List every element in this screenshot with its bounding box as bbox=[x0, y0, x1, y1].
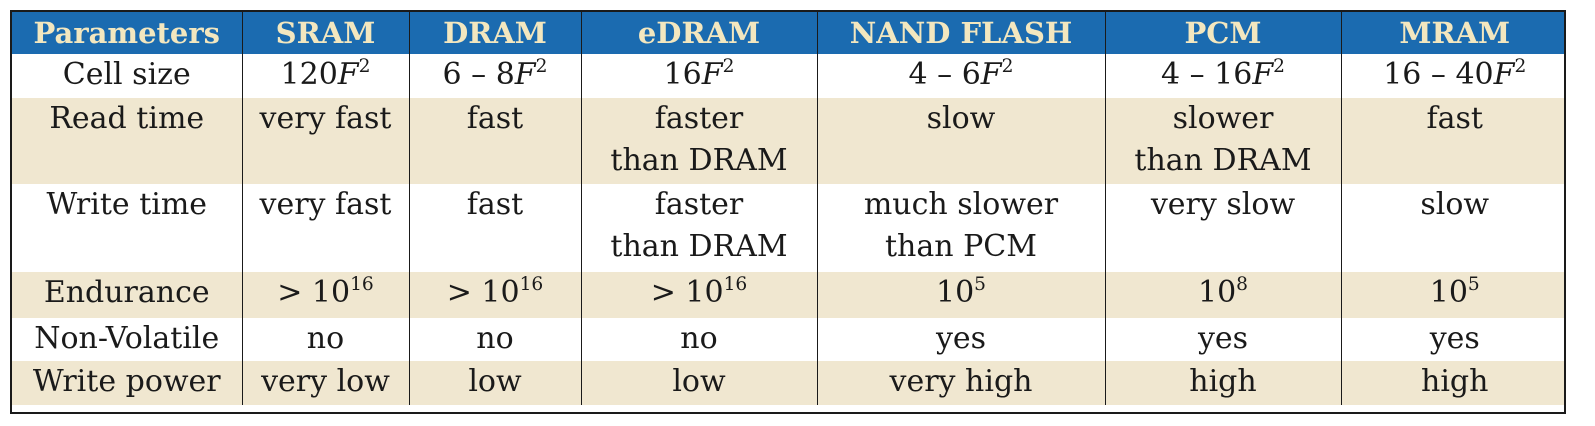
row-non-volatile: Non-Volatile no no no yes yes yes bbox=[12, 318, 1564, 361]
write-power-edram: low bbox=[580, 361, 817, 405]
endurance-pcm: 108 bbox=[1104, 272, 1341, 318]
non-volatile-sram: no bbox=[241, 318, 409, 361]
write-time-mram: slow bbox=[1340, 184, 1564, 272]
cell-size-edram: 16F2 bbox=[580, 54, 817, 98]
header-parameters: Parameters bbox=[12, 12, 242, 54]
header-mram: MRAM bbox=[1340, 12, 1564, 54]
endurance-mram: 105 bbox=[1340, 272, 1564, 318]
endurance-nand: 105 bbox=[816, 272, 1105, 318]
header-sram: SRAM bbox=[241, 12, 409, 54]
read-time-nand: slow bbox=[816, 98, 1105, 184]
non-volatile-edram: no bbox=[580, 318, 817, 361]
header-nand-flash: NAND FLASH bbox=[816, 12, 1105, 54]
memory-comparison-table: Parameters SRAM DRAM eDRAM NAND FLASH PC… bbox=[12, 12, 1564, 405]
row-endurance: Endurance > 1016 > 1016 > 1016 105 108 1… bbox=[12, 272, 1564, 318]
read-time-mram: fast bbox=[1340, 98, 1564, 184]
endurance-dram: > 1016 bbox=[408, 272, 581, 318]
cell-size-sram: 120F2 bbox=[241, 54, 409, 98]
param-write-time: Write time bbox=[46, 187, 208, 222]
row-write-power: Write power very low low low very high h… bbox=[12, 361, 1564, 405]
header-row: Parameters SRAM DRAM eDRAM NAND FLASH PC… bbox=[12, 12, 1564, 54]
cell-size-pcm: 4 – 16F2 bbox=[1104, 54, 1341, 98]
param-non-volatile: Non-Volatile bbox=[34, 321, 220, 356]
header-dram: DRAM bbox=[408, 12, 581, 54]
non-volatile-nand: yes bbox=[816, 318, 1105, 361]
memory-comparison-table-frame: Parameters SRAM DRAM eDRAM NAND FLASH PC… bbox=[10, 10, 1566, 414]
non-volatile-mram: yes bbox=[1340, 318, 1564, 361]
write-time-pcm: very slow bbox=[1104, 184, 1341, 272]
cell-size-nand: 4 – 6F2 bbox=[816, 54, 1105, 98]
param-write-power: Write power bbox=[12, 361, 242, 405]
header-edram: eDRAM bbox=[580, 12, 817, 54]
endurance-sram: > 1016 bbox=[241, 272, 409, 318]
read-time-dram: fast bbox=[408, 98, 581, 184]
write-time-dram: fast bbox=[408, 184, 581, 272]
param-cell-size: Cell size bbox=[62, 57, 191, 92]
write-power-nand: very high bbox=[816, 361, 1105, 405]
header-pcm: PCM bbox=[1104, 12, 1341, 54]
cell-size-mram: 16 – 40F2 bbox=[1340, 54, 1564, 98]
write-power-sram: very low bbox=[241, 361, 409, 405]
param-endurance: Endurance bbox=[12, 272, 242, 318]
write-power-mram: high bbox=[1340, 361, 1564, 405]
non-volatile-pcm: yes bbox=[1104, 318, 1341, 361]
cell-size-dram: 6 – 8F2 bbox=[408, 54, 581, 98]
non-volatile-dram: no bbox=[408, 318, 581, 361]
write-time-sram: very fast bbox=[241, 184, 409, 272]
endurance-edram: > 1016 bbox=[580, 272, 817, 318]
write-power-dram: low bbox=[408, 361, 581, 405]
write-power-pcm: high bbox=[1104, 361, 1341, 405]
read-time-sram: very fast bbox=[241, 98, 409, 184]
row-cell-size: Cell size 120F2 6 – 8F2 16F2 4 – 6F2 4 –… bbox=[12, 54, 1564, 98]
param-read-time: Read time bbox=[12, 98, 242, 184]
